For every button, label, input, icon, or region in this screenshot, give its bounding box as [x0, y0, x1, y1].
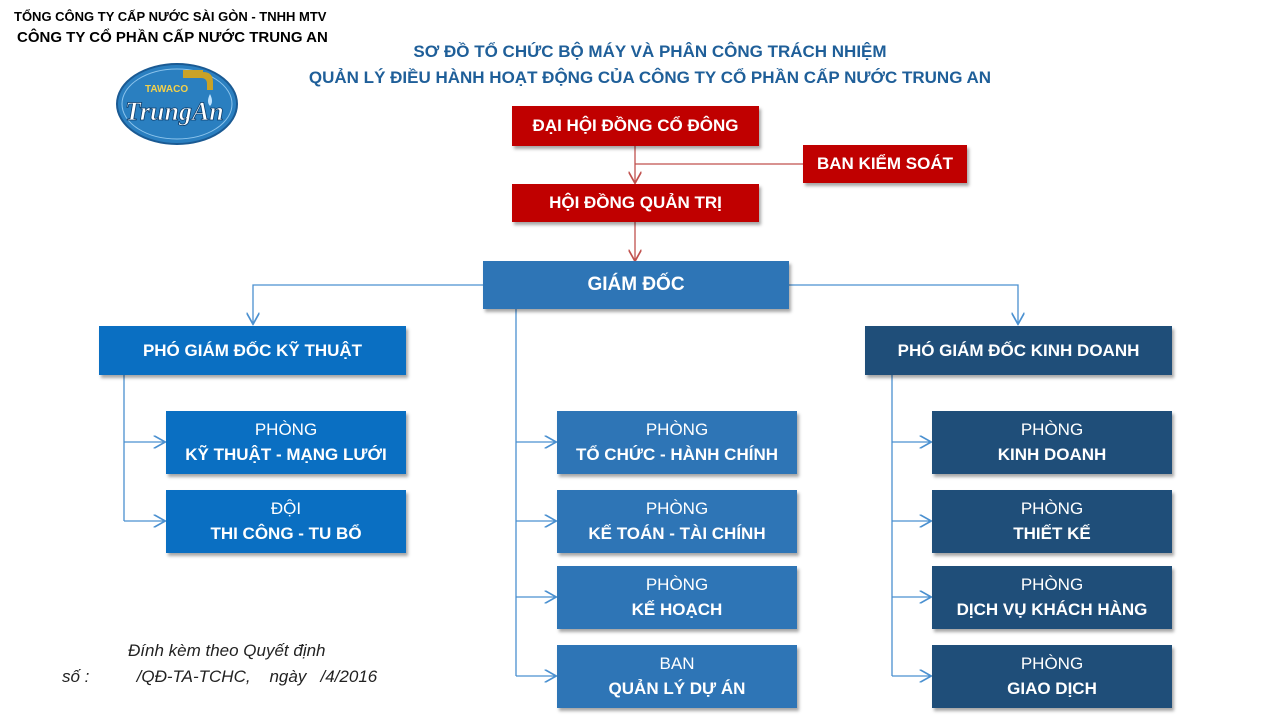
unit-name: KỸ THUẬT - MẠNG LƯỚI — [185, 444, 387, 464]
box-deputy-business: PHÓ GIÁM ĐỐC KINH DOANH — [865, 326, 1172, 375]
unit-name: QUẢN LÝ DỰ ÁN — [608, 678, 746, 698]
parent-company-name: TỔNG CÔNG TY CẤP NƯỚC SÀI GÒN - TNHH MTV — [14, 9, 327, 24]
unit-name: GIAO DỊCH — [1007, 678, 1097, 698]
box-supervisory: BAN KIỂM SOÁT — [803, 145, 967, 183]
unit-construction: ĐỘI THI CÔNG - TU BỔ — [166, 490, 406, 553]
decision-note-line2: số : /QĐ-TA-TCHC, ngày /4/2016 — [62, 667, 378, 686]
unit-name: THIẾT KẾ — [1013, 523, 1091, 543]
unit-business: PHÒNG KINH DOANH — [932, 411, 1172, 474]
unit-type: PHÒNG — [1020, 419, 1084, 439]
unit-name: THI CÔNG - TU BỔ — [210, 523, 362, 543]
box-director-label: GIÁM ĐỐC — [587, 274, 685, 295]
box-shareholders-label: ĐẠI HỘI ĐỒNG CỔ ĐÔNG — [532, 116, 739, 135]
box-deputy-technical: PHÓ GIÁM ĐỐC KỸ THUẬT — [99, 326, 406, 375]
unit-type: PHÒNG — [1020, 498, 1084, 518]
box-supervisory-label: BAN KIỂM SOÁT — [817, 154, 953, 173]
box-shareholders: ĐẠI HỘI ĐỒNG CỔ ĐÔNG — [512, 106, 759, 146]
unit-type: PHÒNG — [645, 498, 709, 518]
logo-small-text: TAWACO — [145, 84, 188, 95]
unit-type: PHÒNG — [645, 574, 709, 594]
logo-main-text: TrungAn — [125, 97, 224, 126]
unit-project-management: BAN QUẢN LÝ DỰ ÁN — [557, 645, 797, 708]
unit-technical-network: PHÒNG KỸ THUẬT - MẠNG LƯỚI — [166, 411, 406, 474]
unit-type: BAN — [659, 653, 695, 673]
unit-planning: PHÒNG KẾ HOẠCH — [557, 566, 797, 629]
company-logo: TAWACO TrungAn — [115, 62, 240, 146]
unit-customer-service: PHÒNG DỊCH VỤ KHÁCH HÀNG — [932, 566, 1172, 629]
unit-name: KINH DOANH — [997, 444, 1107, 464]
unit-type: PHÒNG — [1020, 574, 1084, 594]
connector-director-deputy-biz — [789, 284, 1018, 323]
unit-type: ĐỘI — [270, 498, 302, 518]
unit-type: PHÒNG — [1020, 653, 1084, 673]
company-name: CÔNG TY CỔ PHẦN CẤP NƯỚC TRUNG AN — [17, 29, 328, 46]
unit-name: TỔ CHỨC - HÀNH CHÍNH — [575, 444, 779, 464]
decision-note-line1: Đính kèm theo Quyết định — [128, 641, 326, 660]
box-deputy-technical-label: PHÓ GIÁM ĐỐC KỸ THUẬT — [142, 340, 363, 360]
chart-title-line1: SƠ ĐỒ TỔ CHỨC BỘ MÁY VÀ PHÂN CÔNG TRÁCH … — [413, 42, 887, 61]
unit-admin: PHÒNG TỔ CHỨC - HÀNH CHÍNH — [557, 411, 797, 474]
unit-name: DỊCH VỤ KHÁCH HÀNG — [956, 599, 1148, 619]
box-board-label: HỘI ĐỒNG QUẢN TRỊ — [549, 193, 722, 212]
unit-accounting: PHÒNG KẾ TOÁN - TÀI CHÍNH — [557, 490, 797, 553]
connector-director-deputy-tech — [253, 284, 483, 323]
box-director: GIÁM ĐỐC — [483, 261, 789, 309]
unit-type: PHÒNG — [645, 419, 709, 439]
unit-name: KẾ TOÁN - TÀI CHÍNH — [588, 523, 766, 543]
unit-transactions: PHÒNG GIAO DỊCH — [932, 645, 1172, 708]
box-board: HỘI ĐỒNG QUẢN TRỊ — [512, 184, 759, 222]
unit-design: PHÒNG THIẾT KẾ — [932, 490, 1172, 553]
chart-title-line2: QUẢN LÝ ĐIỀU HÀNH HOẠT ĐỘNG CỦA CÔNG TY … — [308, 68, 992, 87]
unit-name: KẾ HOẠCH — [631, 599, 723, 619]
box-deputy-business-label: PHÓ GIÁM ĐỐC KINH DOANH — [897, 340, 1140, 360]
unit-type: PHÒNG — [254, 419, 318, 439]
